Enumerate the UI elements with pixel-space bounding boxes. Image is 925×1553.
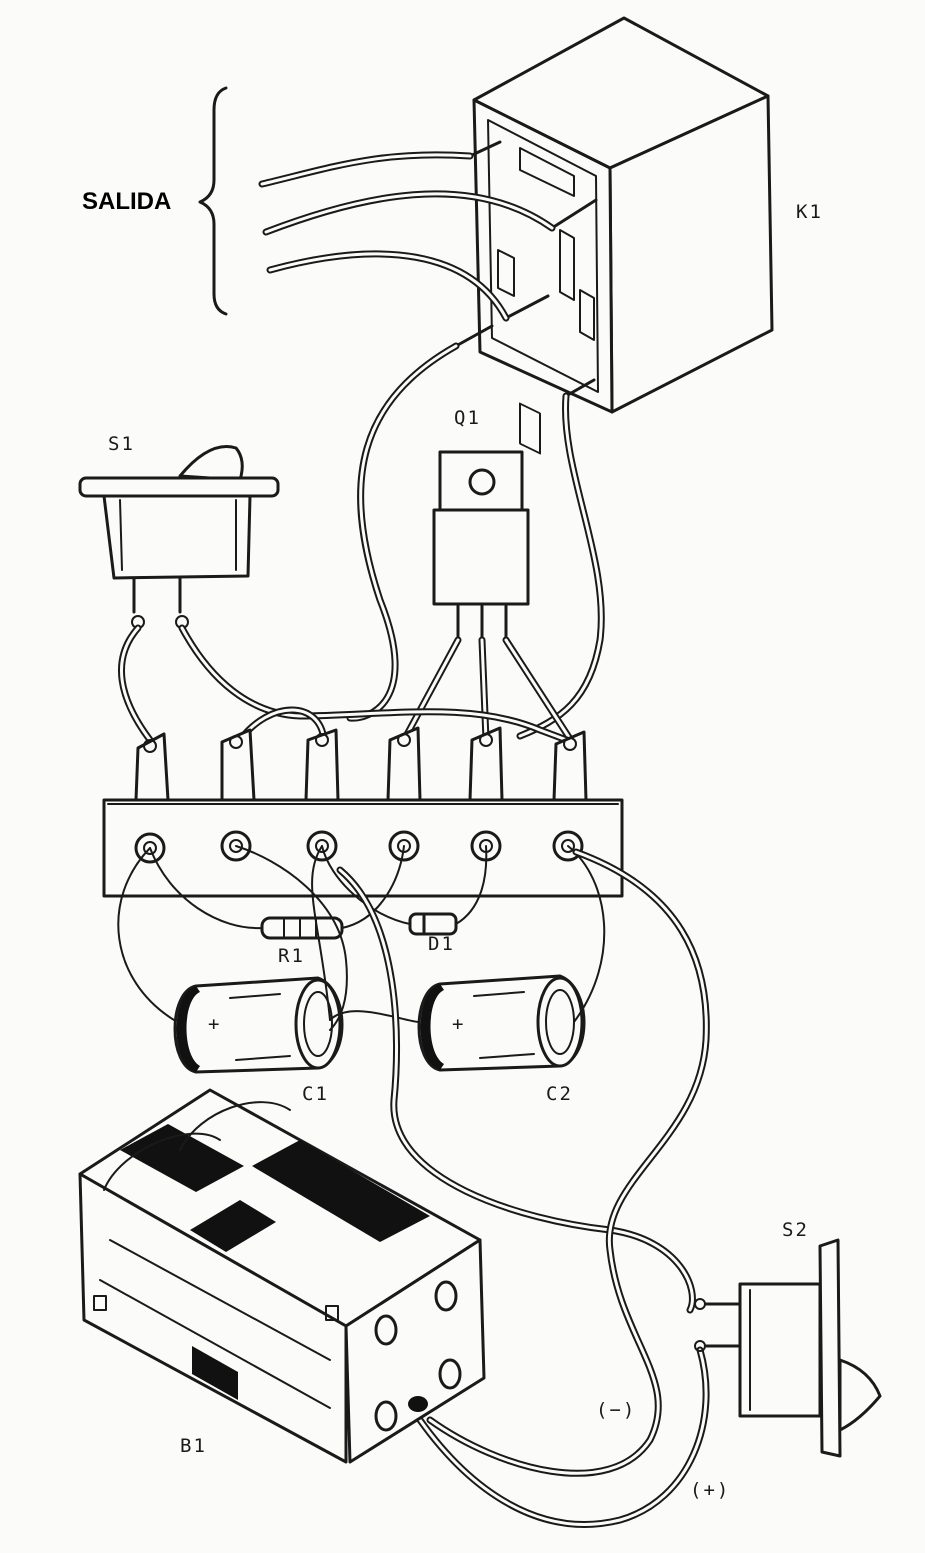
c1-label: C1 (302, 1083, 329, 1105)
r1-label: R1 (278, 945, 305, 967)
c1-plus: + (208, 1013, 221, 1035)
s1-label: S1 (108, 433, 135, 455)
negative-label: (−) (596, 1399, 636, 1421)
d1-label: D1 (428, 933, 455, 955)
switch-s2 (694, 1238, 882, 1458)
transistor-leads (400, 636, 576, 746)
output-label: SALIDA (82, 188, 171, 215)
c2-label: C2 (546, 1083, 573, 1105)
output-wires (258, 151, 556, 322)
output-brace (198, 86, 228, 316)
capacitor-c1: + (173, 976, 344, 1074)
relay-coil-wires (346, 342, 605, 740)
c2-plus: + (452, 1013, 465, 1035)
supply-wires (336, 848, 710, 1528)
capacitor-wires (117, 845, 606, 1031)
q1-label: Q1 (454, 407, 481, 429)
relay-k1 (454, 16, 774, 455)
diode-d1 (321, 845, 488, 936)
switch-s1 (78, 445, 280, 629)
battery-holder-b1 (78, 1088, 486, 1464)
terminal-strip (102, 726, 624, 898)
resistor-r1 (149, 845, 405, 940)
relay-label: K1 (796, 201, 823, 223)
positive-label: (+) (690, 1479, 730, 1501)
transistor-q1 (432, 450, 530, 642)
b1-label: B1 (180, 1435, 207, 1457)
s2-label: S2 (782, 1219, 809, 1241)
eyelets (134, 830, 584, 864)
s1-wires (117, 624, 576, 746)
capacitor-c2: + (417, 974, 586, 1072)
